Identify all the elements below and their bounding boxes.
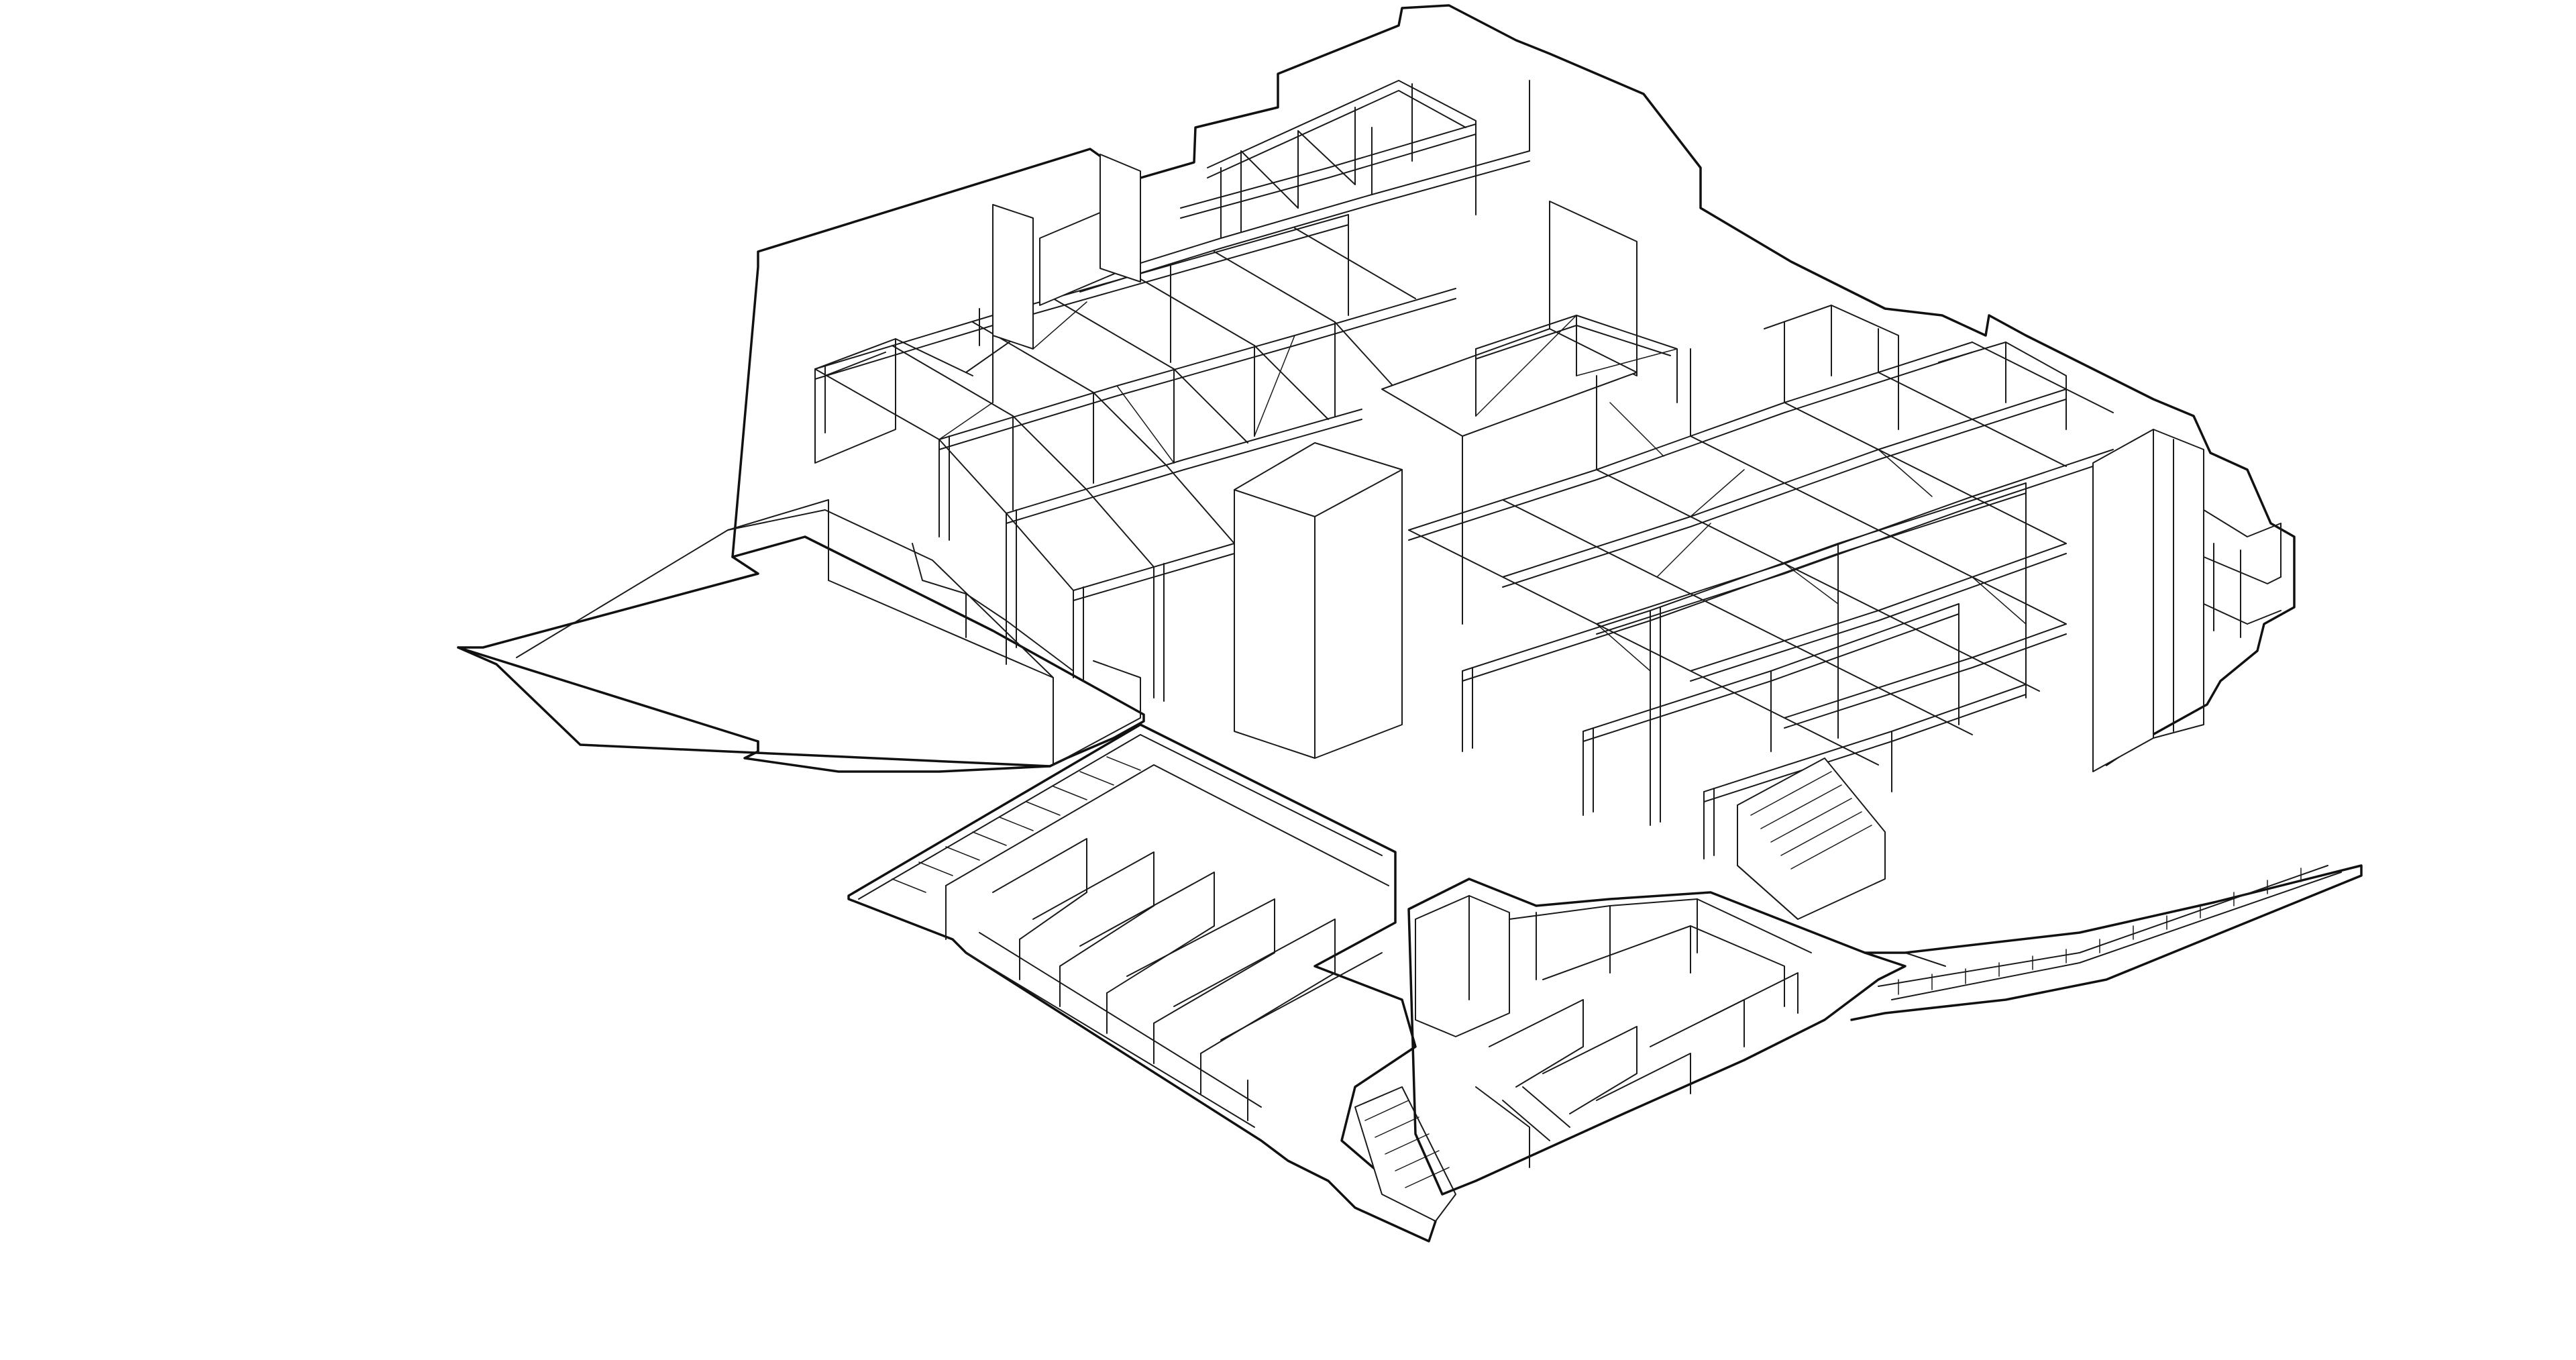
lower-left-basement <box>847 723 1456 1243</box>
right-ramp <box>1850 864 2363 1021</box>
central-stair <box>1737 757 1886 920</box>
left-frame-structure <box>814 80 1638 702</box>
right-frame-structure <box>1408 295 2282 859</box>
site-outline <box>457 4 2296 773</box>
central-core-tower <box>1234 442 1403 759</box>
left-ramp <box>516 499 1141 766</box>
lower-right-basement <box>1407 878 1907 1196</box>
